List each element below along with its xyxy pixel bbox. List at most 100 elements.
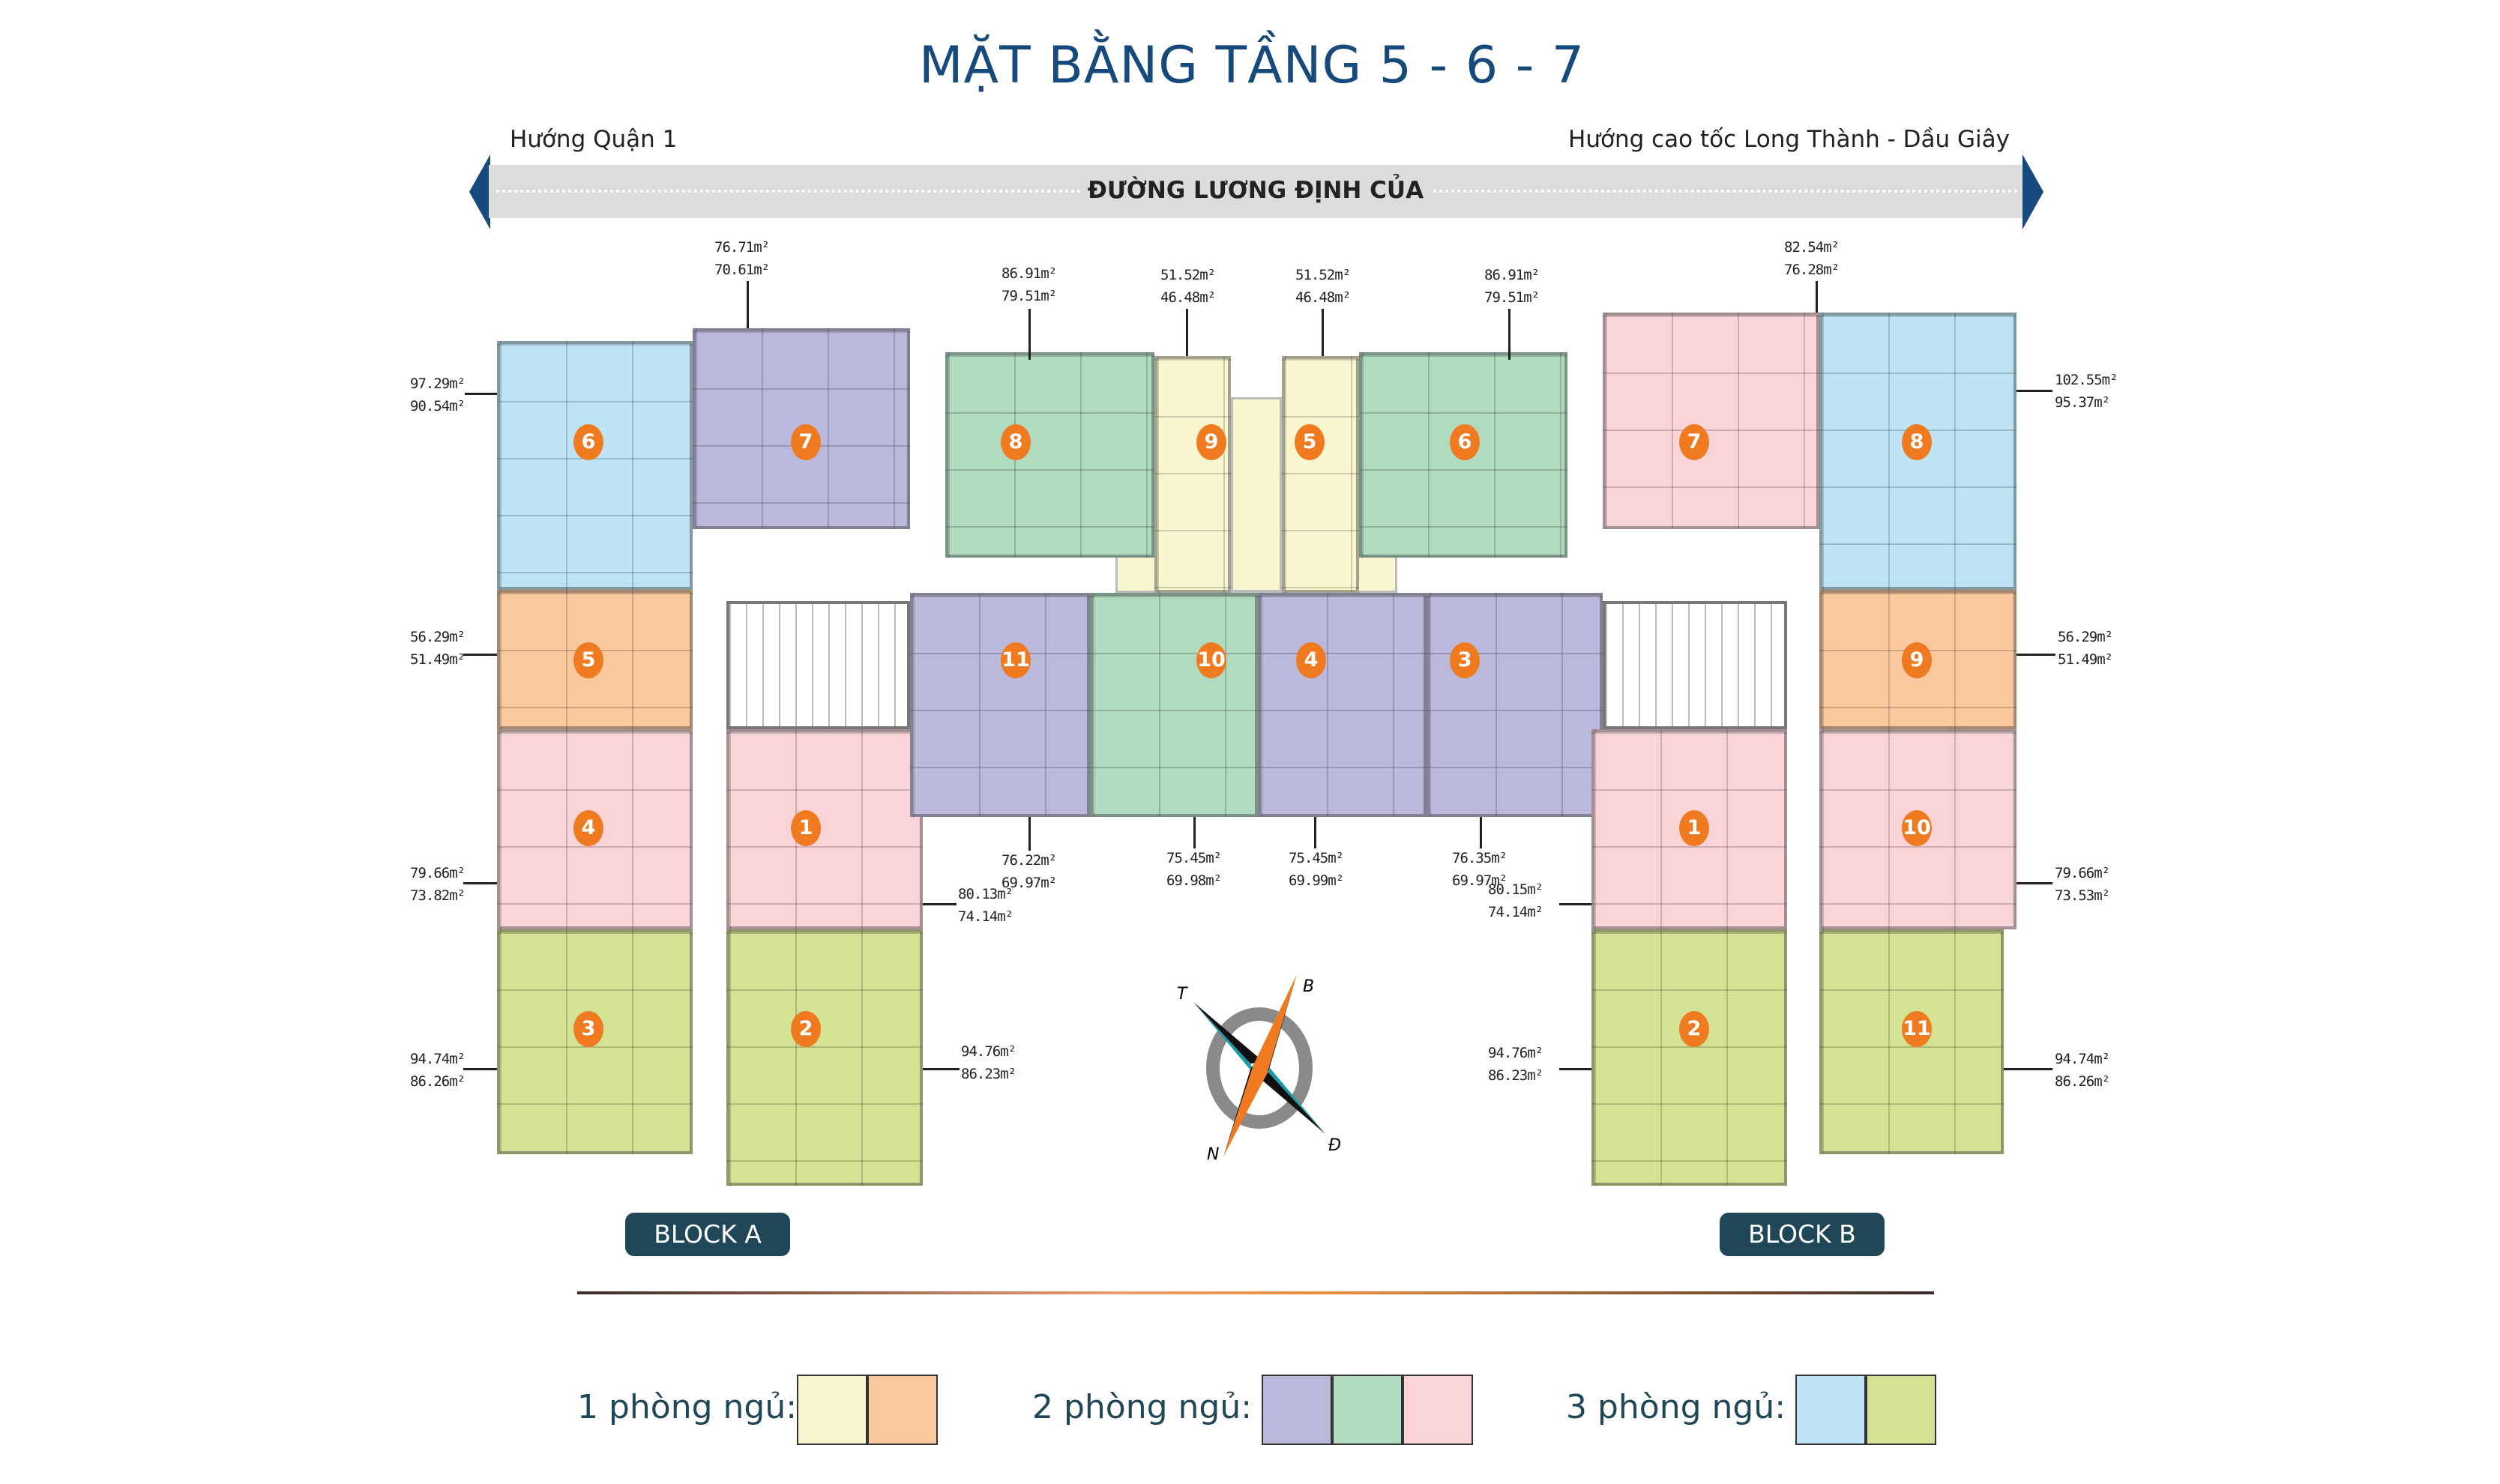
leader-line: [1028, 817, 1031, 851]
apartment-unit[interactable]: [1154, 356, 1231, 593]
area-label: 75.45m² 69.99m²: [1289, 847, 1344, 892]
apartment-unit[interactable]: [726, 729, 923, 929]
net-area: 86.23m²: [961, 1066, 1016, 1082]
gross-area: 80.13m²: [958, 886, 1013, 902]
apartment-unit[interactable]: [1090, 593, 1258, 817]
legend-swatch-pink: [1403, 1375, 1473, 1445]
compass-west-label: T: [1177, 985, 1188, 1004]
apartment-unit[interactable]: [1819, 313, 2016, 590]
gross-area: 75.45m²: [1166, 850, 1222, 866]
apartment-unit[interactable]: [910, 593, 1090, 817]
unit-number-badge: 6: [573, 424, 603, 460]
apartment-unit[interactable]: [1427, 593, 1603, 817]
block-b-button[interactable]: BLOCK B: [1720, 1213, 1885, 1256]
apartment-unit[interactable]: [726, 929, 923, 1186]
compass-north-label: B: [1303, 977, 1314, 996]
unit-number-badge: 11: [1902, 1011, 1932, 1047]
unit-number-badge: 11: [1001, 642, 1031, 678]
stair-elevator-core-block-b: [1603, 601, 1787, 729]
block-a-button[interactable]: BLOCK A: [625, 1213, 790, 1256]
net-area: 74.14m²: [958, 908, 1013, 925]
direction-left-label: Hướng Quận 1: [510, 126, 678, 153]
net-area: 95.37m²: [2055, 394, 2110, 411]
gross-area: 97.29m²: [410, 375, 466, 392]
net-area: 74.14m²: [1488, 904, 1543, 920]
gross-area: 76.22m²: [1001, 852, 1057, 869]
gross-area: 80.15m²: [1488, 881, 1543, 898]
gross-area: 94.76m²: [1488, 1045, 1543, 1061]
road-divider-line: [1433, 190, 2018, 193]
unit-number-badge: 3: [573, 1011, 603, 1047]
unit-number-badge: 9: [1902, 642, 1932, 678]
legend-swatch-purple: [1262, 1375, 1332, 1445]
area-label: 80.15m² 74.14m²: [1488, 878, 1543, 923]
leader-line: [747, 281, 749, 328]
unit-number-badge: 8: [1902, 424, 1932, 460]
apartment-unit[interactable]: [1591, 929, 1787, 1186]
leader-line: [1508, 309, 1510, 360]
apartment-unit[interactable]: [1359, 352, 1567, 558]
leader-line: [1193, 817, 1196, 848]
legend-2-bedroom-label: 2 phòng ngủ:: [1032, 1388, 1253, 1426]
area-label: 75.45m² 69.98m²: [1166, 847, 1222, 892]
net-area: 73.82m²: [410, 887, 466, 904]
leader-line: [2016, 654, 2055, 656]
apartment-unit[interactable]: [1819, 929, 2004, 1154]
apartment-unit[interactable]: [1282, 356, 1359, 593]
gross-area: 86.91m²: [1001, 265, 1057, 282]
gross-area: 94.74m²: [2055, 1051, 2110, 1067]
unit-number-badge: 7: [791, 424, 821, 460]
compass-east-label: Đ: [1328, 1136, 1341, 1155]
net-area: 69.99m²: [1289, 872, 1344, 889]
gross-area: 82.54m²: [1784, 239, 1840, 256]
apartment-unit[interactable]: [1819, 729, 2016, 929]
unit-number-badge: 3: [1450, 642, 1480, 678]
gross-area: 79.66m²: [2055, 865, 2110, 881]
page-title: MẶT BẰNG TẦNG 5 - 6 - 7: [918, 36, 1585, 95]
net-area: 90.54m²: [410, 398, 466, 414]
arrow-right-icon: [2022, 154, 2043, 229]
net-area: 69.97m²: [1452, 872, 1507, 889]
unit-number-badge: 5: [573, 642, 603, 678]
unit-number-badge: 6: [1450, 424, 1480, 460]
unit-number-badge: 10: [1902, 810, 1932, 846]
net-area: 70.61m²: [714, 262, 770, 278]
apartment-unit[interactable]: [1819, 590, 2016, 729]
apartment-unit[interactable]: [497, 341, 693, 590]
net-area: 73.53m²: [2055, 887, 2110, 904]
area-label: 97.29m² 90.54m²: [410, 372, 466, 417]
net-area: 51.49m²: [410, 651, 466, 668]
divider: [577, 1291, 1934, 1294]
leader-line: [923, 1068, 960, 1070]
apartment-unit[interactable]: [945, 352, 1154, 558]
leader-line: [2016, 882, 2052, 884]
unit-number-badge: 1: [791, 810, 821, 846]
apartment-unit[interactable]: [1258, 593, 1427, 817]
gross-area: 76.71m²: [714, 239, 770, 256]
leader-line: [923, 903, 957, 905]
net-area: 69.98m²: [1166, 872, 1222, 889]
apartment-unit[interactable]: [1603, 313, 1819, 529]
compass-south-label: N: [1207, 1145, 1219, 1162]
unit-number-badge: 9: [1196, 424, 1226, 460]
compass-icon: B N Đ T: [1177, 974, 1341, 1162]
legend-swatch-blue: [1795, 1375, 1866, 1445]
leader-line: [2016, 390, 2052, 392]
road-divider-line: [496, 190, 1081, 193]
leader-line: [1186, 309, 1188, 356]
gross-area: 94.76m²: [961, 1043, 1016, 1060]
unit-number-badge: 5: [1295, 424, 1325, 460]
gross-area: 75.45m²: [1289, 850, 1344, 866]
net-area: 46.48m²: [1160, 289, 1216, 306]
legend-3-bedroom-label: 3 phòng ngủ:: [1566, 1388, 1786, 1426]
gross-area: 51.52m²: [1295, 267, 1351, 283]
unit-number-badge: 2: [1679, 1011, 1709, 1047]
area-label: 79.66m² 73.53m²: [2055, 862, 2110, 907]
